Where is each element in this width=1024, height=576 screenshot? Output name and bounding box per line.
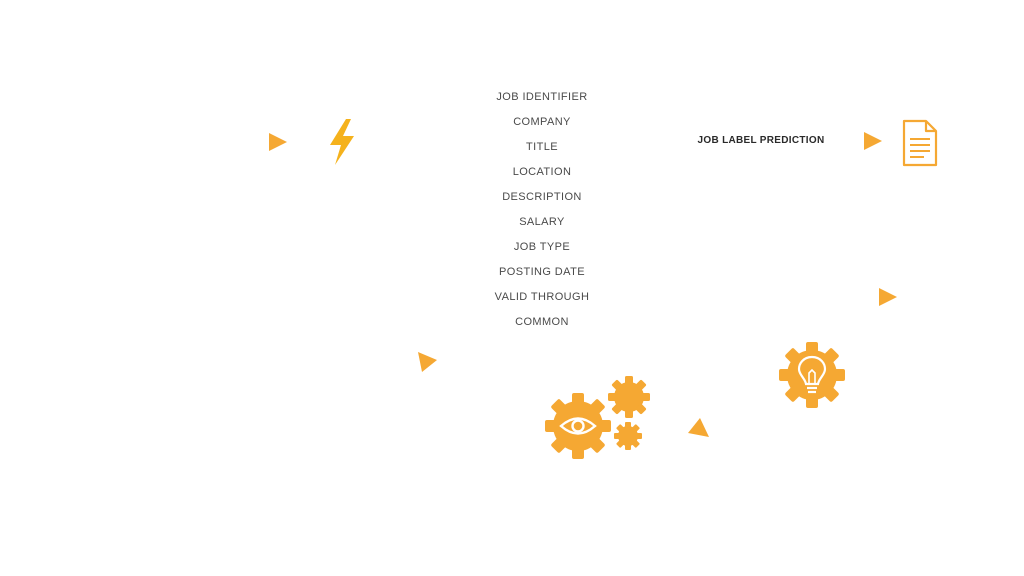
field-item: COMMON: [515, 316, 569, 328]
triangle-arrow-icon: [269, 133, 289, 153]
document-icon: [902, 119, 938, 167]
gear-lightbulb-icon: [777, 340, 847, 410]
field-item: SALARY: [519, 216, 565, 228]
triangle-arrow-icon: [864, 132, 884, 152]
gear-tiny-icon: [613, 421, 643, 451]
triangle-arrow-icon: [418, 352, 440, 374]
prediction-label: JOB LABEL PREDICTION: [697, 135, 825, 146]
gear-small-icon: [607, 375, 651, 419]
field-item: DESCRIPTION: [502, 191, 582, 203]
field-item: VALID THROUGH: [494, 291, 590, 303]
field-item: TITLE: [526, 141, 558, 153]
field-item: JOB TYPE: [513, 241, 571, 253]
gear-eye-icon: [543, 391, 613, 461]
field-item: LOCATION: [512, 166, 572, 178]
triangle-arrow-icon: [688, 418, 710, 440]
field-item: COMPANY: [513, 116, 571, 128]
lightning-bolt-icon: [326, 119, 358, 165]
field-item: POSTING DATE: [499, 266, 585, 278]
field-item: JOB IDENTIFIER: [496, 91, 588, 103]
triangle-arrow-icon: [879, 288, 899, 308]
field-list: JOB IDENTIFIER COMPANY TITLE LOCATION DE…: [462, 86, 622, 336]
